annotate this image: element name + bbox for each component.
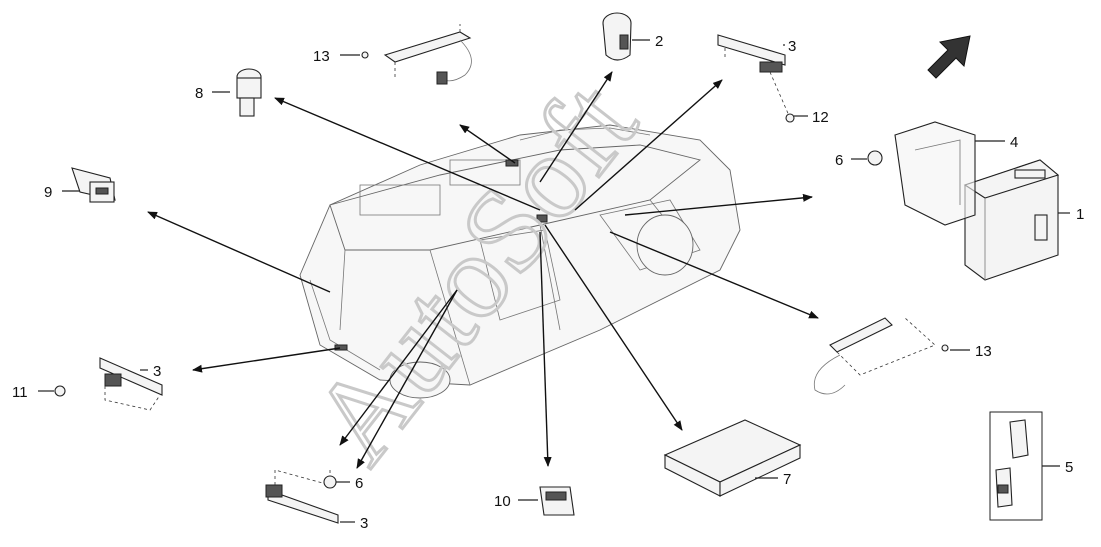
part-nut-6-right [867,150,883,166]
part-antenna-3-left [99,357,163,411]
pointer-arrows [147,71,819,469]
part-antenna-13-right [813,317,936,395]
part-bracket-4 [894,121,976,226]
callout-12: 12 [812,109,829,126]
part-bolt-12 [785,113,795,123]
part-control-box-7 [663,419,802,497]
part-bolt-11 [54,385,66,397]
vehicle-outline-icon [299,124,741,399]
callout-9: 9 [44,184,52,201]
center-mount-point [536,214,548,223]
callout-4: 4 [1010,134,1018,151]
part-switch-8 [236,68,262,117]
callout-10: 10 [494,493,511,510]
part-usb-9 [71,167,116,203]
callout-7: 7 [783,471,791,488]
part-button-2 [602,12,632,61]
part-antenna-3-top [717,34,791,119]
callout-5: 5 [1065,459,1073,476]
callout-13-right: 13 [975,343,992,360]
part-module-1 [963,159,1060,281]
callout-3-top: 3 [788,38,796,55]
callout-11: 11 [12,384,28,401]
callout-6-bottom: 6 [355,475,363,492]
callout-3-left: 3 [153,363,161,380]
callout-2: 2 [655,33,663,50]
part-nut-6-bottom [323,475,337,489]
callout-13-top: 13 [313,48,330,65]
part-keyfob-5 [989,411,1043,521]
callout-8: 8 [195,85,203,102]
part-jack-10 [539,486,575,516]
callout-3-bottom: 3 [360,515,368,532]
callout-6-right: 6 [835,152,843,169]
callout-labels: 1 2 3 3 3 4 5 6 6 7 8 9 10 11 12 13 13 [12,33,1084,532]
rear-mount-point [334,344,348,351]
roof-mount-point [505,159,519,167]
part-antenna-3-bottom [265,469,339,524]
callout-1: 1 [1076,206,1084,223]
front-direction-arrow-icon [927,35,971,79]
part-antenna-13-top [361,24,472,85]
